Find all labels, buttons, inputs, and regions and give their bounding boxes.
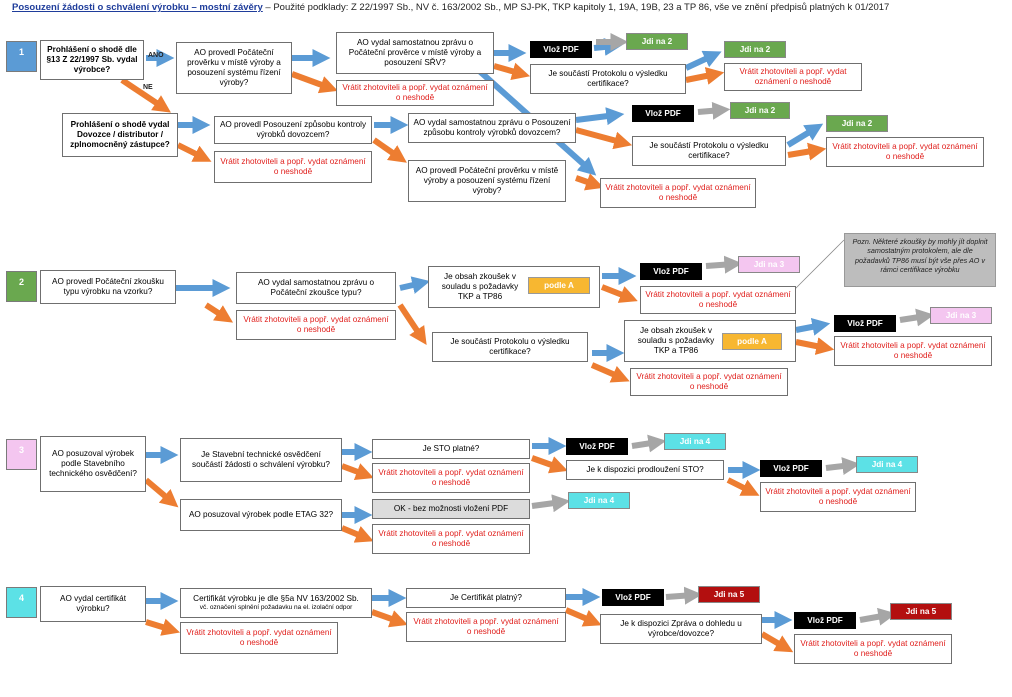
s4-q2-sub: vč. označení splnění požadavku na el. iz…: [199, 604, 353, 612]
s1-return-2: Vrátit zhotoviteli a popř. vydat oznámen…: [724, 63, 862, 91]
s3-return-1: Vrátit zhotoviteli a popř. vydat oznámen…: [372, 463, 530, 493]
s4-q1-certificate: AO vydal certifikát výrobku?: [40, 586, 146, 622]
s3-insert-pdf-1[interactable]: Vlož PDF: [566, 438, 628, 455]
orange-arrows: [120, 62, 835, 653]
s1-return-1: Vrátit zhotoviteli a popř. vydat oznámen…: [336, 80, 494, 106]
s2-return-1: Vrátit zhotoviteli a popř. vydat oznámen…: [236, 310, 396, 340]
s3-goto-4-b[interactable]: Jdi na 4: [856, 456, 918, 473]
section-3-marker: 3: [6, 439, 37, 470]
s2-q4-protocol: Je součástí Protokolu o výsledku certifi…: [432, 332, 588, 362]
s1-insert-pdf-2[interactable]: Vlož PDF: [632, 105, 694, 122]
section-1-marker: 1: [6, 41, 37, 72]
title-main: Posouzení žádosti o schválení výrobku – …: [12, 2, 263, 13]
blue-arrows: [146, 37, 831, 629]
s3-q2-sto-part: Je Stavební technické osvědčení součástí…: [180, 438, 342, 482]
s2-goto-3-b[interactable]: Jdi na 3: [930, 307, 992, 324]
s4-q4-surveillance-report: Je k dispozici Zpráva o dohledu u výrobc…: [600, 614, 762, 644]
s3-return-2: Vrátit zhotoviteli a popř. vydat oznámen…: [760, 482, 916, 512]
s4-insert-pdf-1[interactable]: Vlož PDF: [602, 589, 664, 606]
s3-q5-etag: AO posuzoval výrobek podle ETAG 32?: [180, 499, 342, 531]
s1-q1-declaration-manufacturer: Prohlášení o shodě dle §13 Z 22/1997 Sb.…: [40, 40, 144, 80]
s1-q3-separate-report: AO vydal samostatnou zprávu o Počáteční …: [336, 32, 494, 74]
s2-q3-text: Je obsah zkoušek v souladu s požadavky T…: [441, 272, 519, 301]
s1-goto-2-a[interactable]: Jdi na 2: [626, 33, 688, 50]
s3-goto-4-c[interactable]: Jdi na 4: [568, 492, 630, 509]
s2-podle-a-2: podle A: [722, 333, 782, 350]
note-connector: [789, 239, 845, 295]
s2-goto-3-a[interactable]: Jdi na 3: [738, 256, 800, 273]
s3-ok-no-pdf: OK - bez možnosti vložení PDF: [372, 499, 530, 519]
s3-q4-sto-extension: Je k dispozici prodloužení STO?: [566, 460, 724, 480]
s1-q4-protocol: Je součástí Protokolu o výsledku certifi…: [530, 64, 686, 94]
s4-goto-5-a[interactable]: Jdi na 5: [698, 586, 760, 603]
s3-q3-sto-valid: Je STO platné?: [372, 439, 530, 459]
s4-return-2: Vrátit zhotoviteli a popř. vydat oznámen…: [406, 612, 566, 642]
s4-q2-certificate-nv: Certifikát výrobku je dle §5a NV 163/200…: [180, 588, 372, 618]
s2-podle-a-1: podle A: [528, 277, 590, 294]
s2-q2-type-test-report: AO vydal samostatnou zprávu o Počáteční …: [236, 272, 396, 304]
s3-insert-pdf-2[interactable]: Vlož PDF: [760, 460, 822, 477]
s4-return-3: Vrátit zhotoviteli a popř. vydat oznámen…: [794, 634, 952, 664]
s1-goto-2-d[interactable]: Jdi na 2: [826, 115, 888, 132]
s3-q1-sto: AO posuzoval výrobek podle Stavebního te…: [40, 436, 146, 492]
section-2-marker: 2: [6, 271, 37, 302]
s1-q4-protocol-2: Je součástí Protokolu o výsledku certifi…: [632, 136, 786, 166]
label-ne: NE: [143, 84, 153, 91]
s1-q7-importer-report: AO vydal samostatnou zprávu o Posouzení …: [408, 113, 576, 143]
label-ano: ANO: [148, 52, 164, 59]
title-sources: – Použité podklady: Z 22/1997 Sb., NV č.…: [262, 2, 890, 13]
page-title: Posouzení žádosti o schválení výrobku – …: [12, 2, 889, 13]
section-4-marker: 4: [6, 587, 37, 618]
s1-q8-initial-inspection-2: AO provedl Počáteční prověrku v místě vý…: [408, 160, 566, 202]
s3-goto-4-a[interactable]: Jdi na 4: [664, 433, 726, 450]
s2-return-3: Vrátit zhotoviteli a popř. vydat oznámen…: [630, 368, 788, 396]
s1-q6-importer-control: AO provedl Posouzení způsobu kontroly vý…: [214, 116, 372, 144]
s1-q2-initial-inspection: AO provedl Počáteční prověrku v místě vý…: [176, 42, 292, 94]
s2-q1-type-test: AO provedl Počáteční zkoušku typu výrobk…: [40, 270, 176, 304]
s3-return-3: Vrátit zhotoviteli a popř. vydat oznámen…: [372, 524, 530, 554]
s2-insert-pdf-2[interactable]: Vlož PDF: [834, 315, 896, 332]
s1-q5-declaration-importer: Prohlášení o shodě vydal Dovozce / distr…: [62, 113, 178, 157]
s4-return-1: Vrátit zhotoviteli a popř. vydat oznámen…: [180, 622, 338, 654]
gray-arrows: [531, 33, 935, 626]
s1-return-5: Vrátit zhotoviteli a popř. vydat oznámen…: [600, 178, 756, 208]
s2-return-2: Vrátit zhotoviteli a popř. vydat oznámen…: [640, 286, 796, 314]
s2-note: Pozn. Některé zkoušky by mohly jít dopln…: [844, 233, 996, 287]
s4-q2-main: Certifikát výrobku je dle §5a NV 163/200…: [193, 594, 359, 604]
s1-goto-2-c[interactable]: Jdi na 2: [730, 102, 790, 119]
s4-q3-certificate-valid: Je Certifikát platný?: [406, 588, 566, 608]
s2-return-4: Vrátit zhotoviteli a popř. vydat oznámen…: [834, 336, 992, 366]
s1-insert-pdf-1[interactable]: Vlož PDF: [530, 41, 592, 58]
s2-q5-text: Je obsah zkoušek v souladu s požadavky T…: [637, 326, 715, 355]
s1-return-4: Vrátit zhotoviteli a popř. vydat oznámen…: [826, 137, 984, 167]
s2-insert-pdf-1[interactable]: Vlož PDF: [640, 263, 702, 280]
s4-goto-5-b[interactable]: Jdi na 5: [890, 603, 952, 620]
s1-goto-2-b[interactable]: Jdi na 2: [724, 41, 786, 58]
s4-insert-pdf-2[interactable]: Vlož PDF: [794, 612, 856, 629]
s1-return-3: Vrátit zhotoviteli a popř. vydat oznámen…: [214, 151, 372, 183]
